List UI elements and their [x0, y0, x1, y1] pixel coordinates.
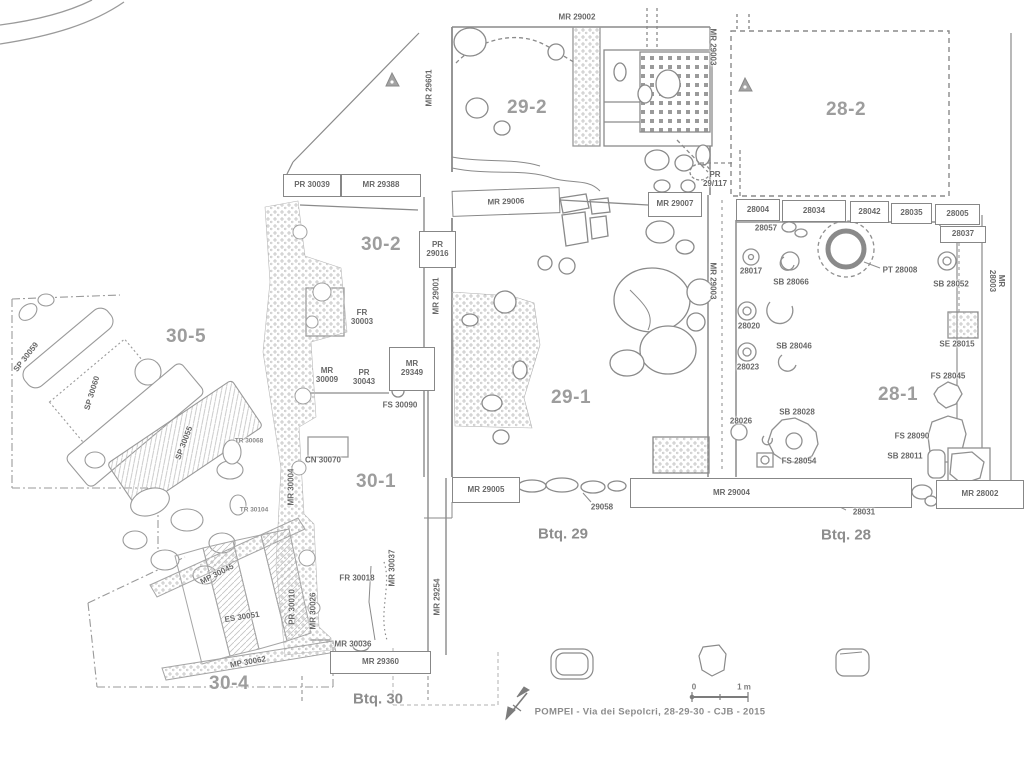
north-arrow-icon	[505, 686, 530, 721]
scale-bar	[689, 692, 749, 702]
wall-pr-30039: PR 30039	[283, 174, 341, 197]
label-pr-30010: PR 30010	[287, 589, 297, 625]
room-29-1	[424, 195, 737, 519]
label-sb-28046: SB 28046	[776, 341, 812, 351]
label-mr-29001: MR 29001	[431, 277, 441, 315]
road-lines	[0, 0, 125, 45]
block-label-btq-30: Btq. 30	[352, 690, 404, 708]
label-cn-30070: CN 30070	[304, 455, 342, 465]
label-sb-28011: SB 28011	[887, 451, 923, 461]
label-fs-28054: FS 28054	[781, 456, 817, 466]
label-mr-29254: MR 29254	[432, 578, 442, 616]
label-fr-30018: FR 30018	[339, 573, 375, 583]
area-label-29-2: 29-2	[506, 97, 548, 119]
area-30-5	[11, 293, 334, 688]
label-mr-28003: MR 28003	[988, 269, 1007, 293]
label-29058: 29058	[590, 502, 614, 512]
label-sb-28066: SB 28066	[773, 277, 809, 287]
label-tr-30068: TR 30068	[234, 437, 264, 445]
label-28017: 28017	[739, 266, 763, 276]
label-fs-28045: FS 28045	[930, 371, 966, 381]
label-28057: 28057	[754, 223, 778, 233]
wall-mr-29005: MR 29005	[452, 477, 520, 503]
label-28023: 28023	[736, 362, 760, 372]
area-label-28-1: 28-1	[877, 384, 919, 406]
area-label-29-1: 29-1	[550, 387, 592, 409]
wall-28034: 28034	[782, 200, 846, 222]
wall-28037: 28037	[940, 226, 986, 243]
wall-label: 28037	[951, 229, 975, 239]
label-mr-29002: MR 29002	[558, 12, 596, 22]
wall-label: MR 29360	[362, 657, 399, 667]
isolated-stones	[550, 644, 870, 680]
wall-pr-29016: PR 29016	[419, 231, 456, 268]
wall-label: MR 29007	[656, 199, 694, 209]
label-mr-29003-south: MR 29003	[708, 262, 718, 300]
label-se-28015: SE 28015	[939, 339, 975, 349]
wall-label: MR 29349	[400, 359, 424, 377]
wall-label: MR 29388	[362, 180, 400, 190]
wall-28042: 28042	[850, 201, 889, 223]
wall-label: 28005	[946, 209, 969, 219]
label-mr-30004: MR 30004	[286, 468, 296, 506]
room-29-2	[451, 8, 741, 275]
area-30-4	[149, 517, 337, 681]
wall-mr-29349: MR 29349	[389, 347, 435, 391]
label-mr-29601: MR 29601	[424, 69, 434, 107]
survey-markers	[385, 71, 753, 92]
wall-mr-29388: MR 29388	[341, 174, 421, 197]
wall-28035: 28035	[891, 203, 932, 224]
wall-label: MR 29004	[713, 487, 750, 497]
wall-label: 28034	[802, 205, 826, 215]
wall-mr-29006: MR 29006	[451, 187, 561, 217]
wall-label: PR 29016	[426, 239, 449, 258]
scale-end-label: 1 m	[737, 682, 751, 692]
area-label-30-5: 30-5	[165, 326, 207, 348]
wall-mr-29360: MR 29360	[330, 651, 431, 674]
label-pt-28008: PT 28008	[882, 265, 918, 275]
label-pr-29-117: PR 29/117	[702, 169, 728, 188]
wall-mr-28002: MR 28002	[936, 480, 1024, 509]
wall-label: 28035	[900, 208, 923, 218]
wall-mr-29004: MR 29004	[630, 478, 912, 508]
label-28020: 28020	[737, 321, 761, 331]
scale-zero-label: 0	[691, 682, 697, 692]
area-label-30-2: 30-2	[360, 234, 402, 256]
block-label-btq-28: Btq. 28	[820, 526, 872, 544]
wall-28005: 28005	[935, 204, 980, 225]
wall-label: MR 28002	[961, 489, 999, 499]
label-sb-28052: SB 28052	[933, 279, 969, 289]
area-label-30-4: 30-4	[208, 673, 250, 695]
label-mr-30026: MR 30026	[308, 592, 318, 630]
label-sb-28028: SB 28028	[779, 407, 815, 417]
label-pr-30043: PR 30043	[352, 367, 376, 386]
label-mr-30036: MR 30036	[334, 639, 372, 649]
label-mr-30037: MR 30037	[387, 549, 397, 587]
label-tr-30104: TR 30104	[239, 506, 269, 514]
plan-caption: POMPEI - Via dei Sepolcri, 28-29-30 - CJ…	[534, 706, 766, 718]
wall-28004: 28004	[736, 199, 780, 221]
wall-label: MR 29006	[487, 195, 525, 207]
area-label-28-2: 28-2	[825, 99, 867, 121]
wall-label: 28004	[746, 204, 770, 214]
label-28026: 28026	[729, 416, 753, 426]
label-28031: 28031	[852, 507, 876, 517]
label-mr-29003-north: MR 29003	[708, 28, 718, 66]
label-fs-28090: FS 28090	[894, 431, 930, 441]
wall-label: 28042	[858, 206, 881, 216]
wall-label: MR 29005	[467, 484, 505, 494]
block-label-btq-29: Btq. 29	[537, 525, 589, 543]
excavation-boundary	[286, 32, 420, 175]
wall-label: PR 30039	[294, 180, 330, 190]
area-label-30-1: 30-1	[355, 471, 397, 493]
label-mr-30009: MR 30009	[315, 365, 339, 384]
label-fs-30090: FS 30090	[382, 400, 418, 410]
label-fr-30003: FR 30003	[350, 307, 374, 326]
room-28-1	[730, 220, 991, 511]
wall-mr-29007: MR 29007	[648, 192, 702, 217]
